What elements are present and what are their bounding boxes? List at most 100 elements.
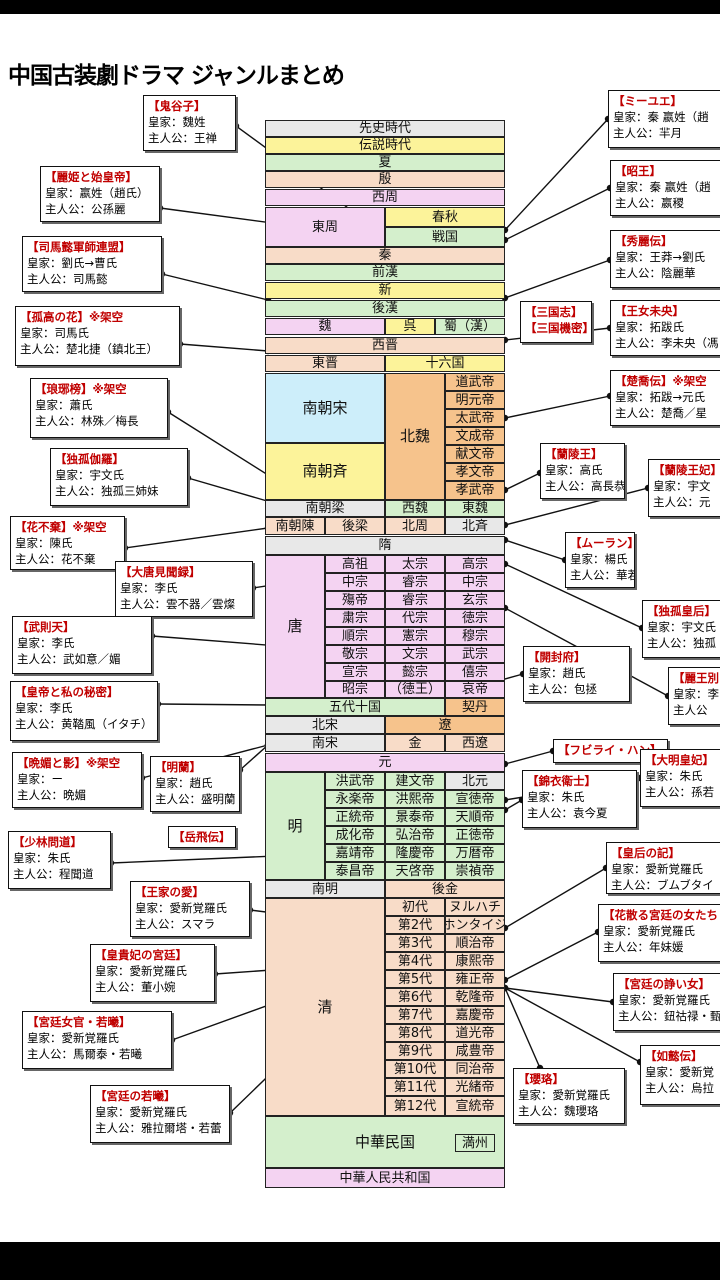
period-cell: 第7代: [385, 1006, 445, 1024]
period-cell: 魏: [265, 318, 385, 335]
drama-label: 【開封府】皇家：趙氏主人公：包拯: [523, 646, 630, 702]
period-cell: 泰昌帝: [325, 862, 385, 880]
period-cell: 新: [265, 282, 505, 299]
drama-title: 【三国志】: [525, 305, 583, 319]
drama-dynasty: 皇家：秦 嬴姓（趙: [615, 180, 711, 194]
drama-protagonist: 主人公：司馬懿: [27, 272, 108, 286]
drama-title: 【蘭陵王妃】: [653, 463, 720, 477]
period-cell: 唐: [265, 555, 325, 698]
drama-protagonist: 主人公：晩媚: [17, 788, 86, 802]
drama-protagonist: 主人公：羋月: [613, 126, 682, 140]
period-cell: 康熙帝: [445, 952, 505, 970]
drama-protagonist: 主人公：林殊／梅長: [35, 414, 139, 428]
period-cell: 北周: [385, 517, 445, 535]
period-cell: 南朝陳: [265, 517, 325, 535]
period-cell: 哀帝: [445, 681, 505, 698]
period-cell: 殤帝: [325, 591, 385, 609]
drama-dynasty: 皇家：朱氏: [13, 851, 71, 865]
connector-line: [504, 987, 614, 1003]
drama-title: 【麗姫と始皇帝】: [45, 170, 137, 184]
period-cell: 先史時代: [265, 120, 505, 137]
drama-title: 【ムーラン】: [570, 536, 635, 550]
drama-title: 【琅琊榜】※架空: [35, 382, 127, 396]
drama-protagonist: 主人公：鈕祜禄・甄: [618, 1009, 720, 1023]
drama-label: 【武則天】皇家：李氏主人公：武如意／媚: [12, 616, 152, 674]
drama-dynasty: 皇家：高氏: [545, 463, 603, 477]
drama-label: 【宮廷の諍い女】皇家：愛新覚羅氏主人公：鈕祜禄・甄: [613, 973, 720, 1031]
period-cell: 成化帝: [325, 826, 385, 844]
drama-dynasty: 皇家：宇文氏: [647, 620, 716, 634]
period-cell: 第6代: [385, 988, 445, 1006]
period-cell: 第2代: [385, 916, 445, 934]
period-cell: 睿宗: [385, 573, 445, 591]
period-cell: 敬宗: [325, 645, 385, 663]
drama-dynasty: 皇家：陳氏: [15, 536, 73, 550]
period-cell: 嘉靖帝: [325, 844, 385, 862]
period-cell: 中華人民共和国: [265, 1168, 505, 1188]
drama-label: 【錦衣衛士】皇家：朱氏主人公：袁今夏: [522, 770, 637, 828]
drama-title: 【錦衣衛士】: [527, 774, 596, 788]
drama-title: 【麗王別: [673, 671, 719, 685]
drama-protagonist: 主人公：武如意／媚: [17, 652, 121, 666]
period-cell: 西遼: [445, 734, 505, 752]
page-title: 中国古装劇ドラマ ジャンルまとめ: [8, 63, 345, 89]
drama-title: 【フビライ・ハン】: [558, 743, 662, 757]
drama-title: 【蘭陵王】: [545, 447, 603, 461]
drama-dynasty: 皇家：愛新覚羅氏: [611, 862, 703, 876]
drama-title: 【独孤伽羅】: [55, 452, 124, 466]
period-cell: 正統帝: [325, 808, 385, 826]
connector-line: [504, 472, 541, 491]
drama-dynasty: 皇家：愛新覚羅氏: [95, 964, 187, 978]
drama-label: 【大唐見聞録】皇家：李氏主人公：雲不器／雲燦: [115, 561, 253, 617]
drama-label: 【晩媚と影】※架空皇家：ー主人公：晩媚: [12, 752, 142, 808]
drama-dynasty: 皇家：魏姓: [148, 115, 206, 129]
connector-line: [504, 931, 599, 981]
period-cell: 乾隆帝: [445, 988, 505, 1006]
drama-label: 【独孤皇后】皇家：宇文氏主人公：独孤: [642, 600, 720, 658]
drama-title: 【瓔珞】: [518, 1072, 564, 1086]
period-cell: 第12代: [385, 1096, 445, 1116]
connector-line: [124, 527, 269, 549]
period-cell: 僖宗: [445, 663, 505, 681]
drama-title: 【大明皇妃】: [645, 753, 714, 767]
period-cell: 献文帝: [445, 445, 505, 463]
drama-dynasty: 皇家：楊氏: [570, 552, 628, 566]
drama-title: 【皇后の記】: [611, 846, 680, 860]
chart-sheet: 中国古装劇ドラマ ジャンルまとめ 先史時代伝説時代夏殷西周東周春秋戦国秦前漢新後…: [0, 14, 720, 1242]
period-cell: 第8代: [385, 1024, 445, 1042]
drama-protagonist: 主人公：雅拉爾塔・若蕾: [95, 1121, 222, 1135]
drama-dynasty: 【三国機密】: [525, 321, 592, 335]
drama-protagonist: 主人公：黄鞜風（イタチ）: [15, 717, 153, 731]
period-cell: 粛宗: [325, 609, 385, 627]
drama-label: 【鬼谷子】皇家：魏姓主人公：王禅: [143, 95, 236, 151]
period-cell: 高宗: [445, 555, 505, 573]
period-cell: 夏: [265, 154, 505, 171]
period-cell: 洪熙帝: [385, 790, 445, 808]
drama-protagonist: 主人公：陰麗華: [615, 266, 696, 280]
period-cell: 戦国: [385, 227, 505, 247]
drama-label: 【皇后の記】皇家：愛新覚羅氏主人公：ブムブタイ: [606, 842, 720, 894]
drama-title: 【岳飛伝】: [173, 830, 231, 844]
connector-line: [504, 539, 566, 561]
period-cell: 満州: [455, 1134, 495, 1152]
period-cell: 崇禎帝: [445, 862, 505, 880]
period-cell: 高祖: [325, 555, 385, 573]
period-cell: 光緒帝: [445, 1078, 505, 1096]
drama-label: 【司馬懿軍師連盟】皇家：劉氏→曹氏主人公：司馬懿: [22, 236, 162, 292]
drama-protagonist: 主人公：嬴稷: [615, 196, 684, 210]
drama-protagonist: 主人公：ブムブタイ: [611, 878, 714, 892]
drama-dynasty: 皇家：愛新覚: [645, 1065, 714, 1079]
period-cell: 元: [265, 753, 505, 772]
period-cell: 第9代: [385, 1042, 445, 1060]
period-cell: 文成帝: [445, 427, 505, 445]
drama-protagonist: 主人公：董小婉: [95, 980, 176, 994]
drama-protagonist: 主人公：華若蘭: [570, 568, 634, 582]
drama-label: 【岳飛伝】: [168, 826, 236, 848]
period-cell: 呉: [385, 318, 435, 335]
drama-protagonist: 主人公：烏拉: [645, 1081, 714, 1095]
drama-label: 【花不棄】※架空皇家：陳氏主人公：花不棄: [10, 516, 125, 570]
period-cell: 北斉: [445, 517, 505, 535]
drama-protagonist: 主人公：年妹媛: [603, 940, 684, 954]
drama-label: 【明蘭】皇家：趙氏主人公：盛明蘭: [150, 756, 240, 812]
drama-title: 【宮廷女官・若曦】: [27, 1015, 131, 1029]
